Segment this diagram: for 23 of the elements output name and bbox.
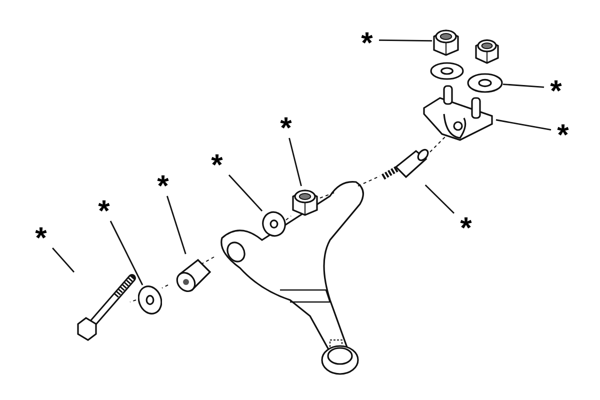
washer-drawing — [467, 73, 503, 93]
callout-asterisk: * — [211, 148, 223, 181]
callout-asterisk: * — [157, 169, 169, 202]
leader-line — [166, 196, 186, 254]
callout-asterisk: * — [361, 26, 373, 59]
leader-line — [228, 174, 263, 212]
callout-asterisk: * — [550, 74, 562, 107]
bracket-drawing — [420, 84, 496, 142]
bolt-drawing — [74, 272, 136, 342]
leader-line — [502, 84, 544, 88]
leader-line — [379, 39, 432, 42]
washer-tall-drawing — [262, 211, 286, 237]
leader-line — [496, 119, 552, 131]
leader-line — [52, 248, 75, 273]
callout-asterisk: * — [557, 118, 569, 151]
callout-asterisk: * — [280, 111, 292, 144]
callout-asterisk: * — [98, 194, 110, 227]
washer-tall-drawing — [138, 285, 162, 315]
leader-line — [424, 184, 454, 214]
leader-line — [288, 138, 302, 186]
callout-asterisk: * — [35, 221, 47, 254]
leader-line — [110, 220, 144, 286]
callout-asterisk: * — [460, 211, 472, 244]
